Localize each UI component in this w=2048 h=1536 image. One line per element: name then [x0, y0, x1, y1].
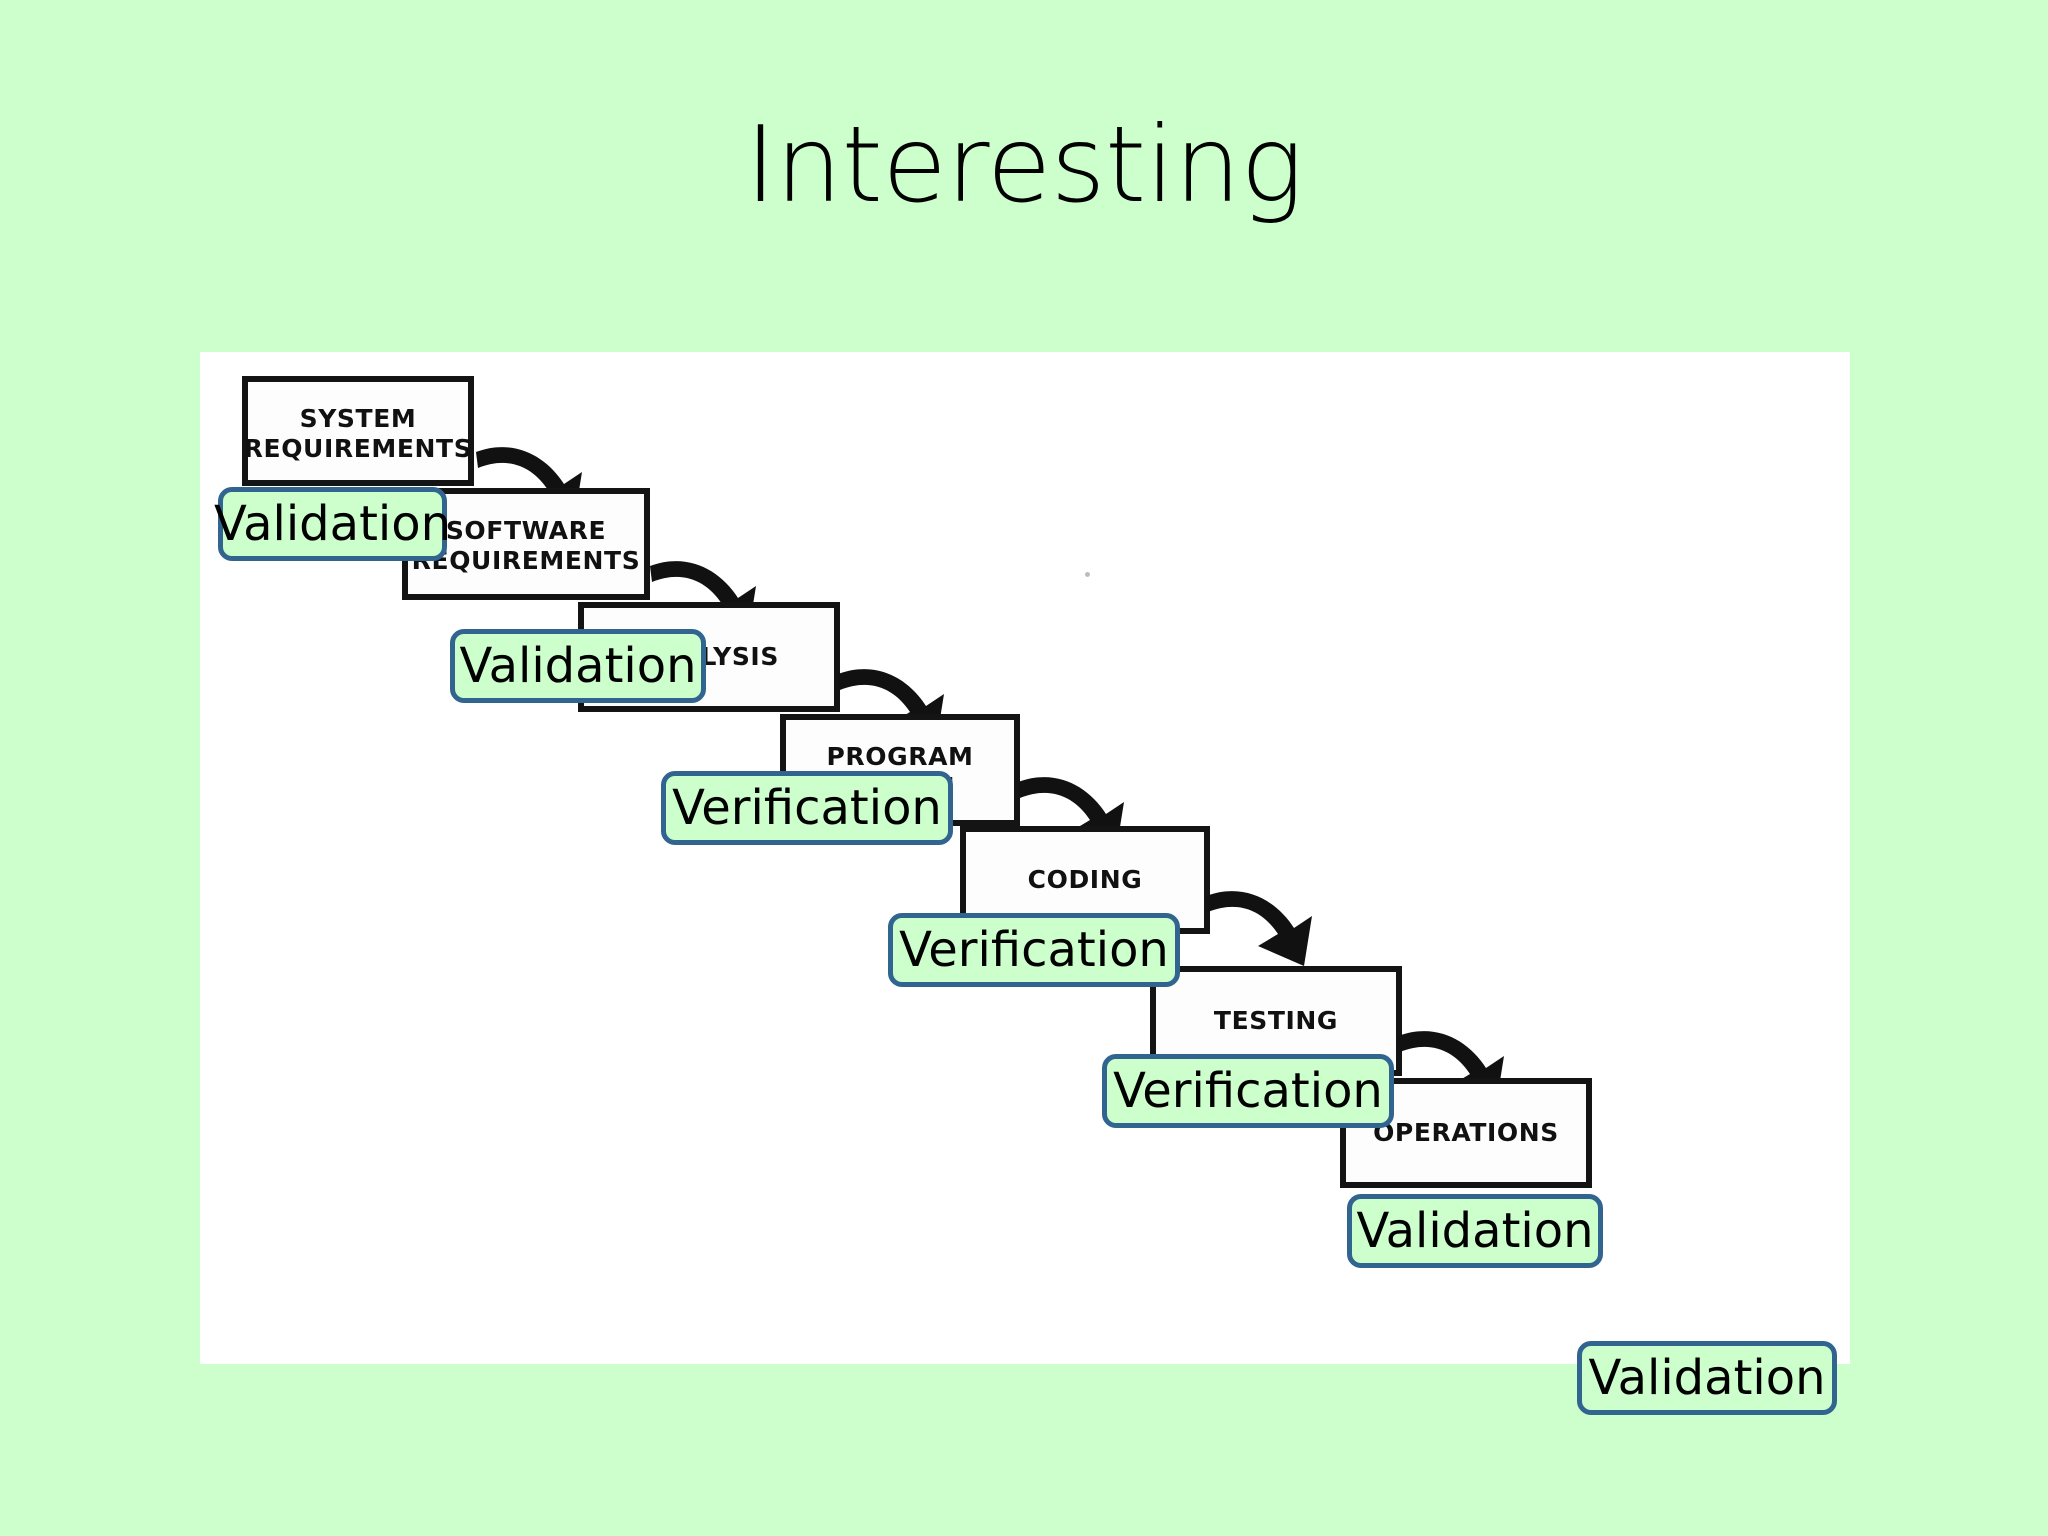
stage-box-system-requirements: SYSTEM REQUIREMENTS	[242, 376, 474, 486]
callout-program-design[interactable]: Verification	[888, 913, 1180, 987]
page-title: Interesting	[745, 104, 1303, 226]
callout-operations[interactable]: Validation	[1577, 1341, 1837, 1415]
waterfall-diagram-image: SYSTEM REQUIREMENTS SOFTWARE REQUIREMENT…	[200, 352, 1850, 1364]
flow-arrow-5	[1200, 874, 1330, 979]
callout-testing[interactable]: Validation	[1347, 1194, 1603, 1268]
callout-analysis[interactable]: Verification	[661, 771, 953, 845]
callout-coding[interactable]: Verification	[1102, 1054, 1394, 1128]
stage-box-operations: OPERATIONS	[1340, 1078, 1592, 1188]
callout-system-requirements[interactable]: Validation	[214, 487, 451, 561]
callout-software-requirements[interactable]: Validation	[450, 629, 706, 703]
scan-artifact-speck	[1085, 572, 1090, 577]
